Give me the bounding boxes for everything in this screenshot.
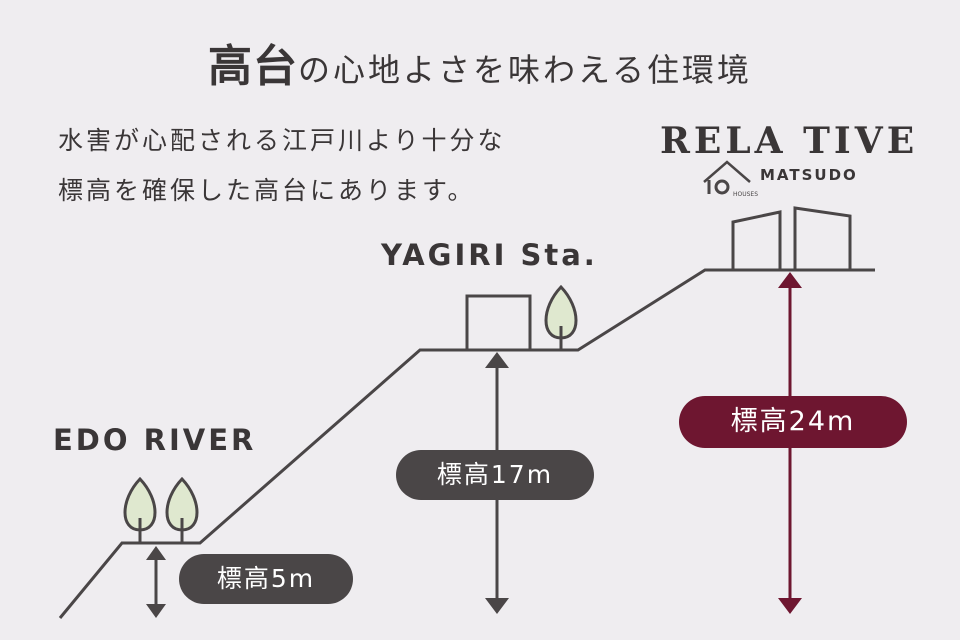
house-building-icon [793, 206, 852, 270]
intro-text: 水害が心配される江戸川より十分な 標高を確保した高台にあります。 [58, 116, 506, 216]
intro-line-1: 水害が心配される江戸川より十分な [58, 126, 506, 155]
brand-subtitle: MATSUDO [760, 166, 858, 184]
tree-icon [123, 476, 157, 543]
elevation-badge-relative: 標高24m [679, 396, 907, 448]
elevation-arrow-edo [146, 546, 166, 618]
tree-icon [165, 476, 199, 543]
station-building-icon [465, 294, 532, 350]
elevation-badge-yagiri: 標高17m [396, 450, 594, 500]
page-title: 高台の心地よさを味わえる住環境 [0, 30, 960, 94]
label-edo-river: EDO RIVER [53, 423, 257, 457]
house-building-icon [731, 210, 782, 270]
label-yagiri-station: YAGIRI Sta. [381, 238, 598, 272]
intro-line-2: 標高を確保した高台にあります。 [58, 176, 476, 205]
logo-text: HOUSES [733, 191, 758, 198]
brand-logo-icon: HOUSES [703, 160, 758, 198]
elevation-badge-edo: 標高5m [179, 554, 353, 604]
title-emphasis: 高台 [207, 41, 298, 92]
tree-icon [544, 284, 578, 350]
terrain-line [58, 268, 875, 619]
title-rest: の心地よさを味わえる住環境 [297, 51, 753, 89]
brand-name: RELA TIVE [660, 120, 919, 162]
